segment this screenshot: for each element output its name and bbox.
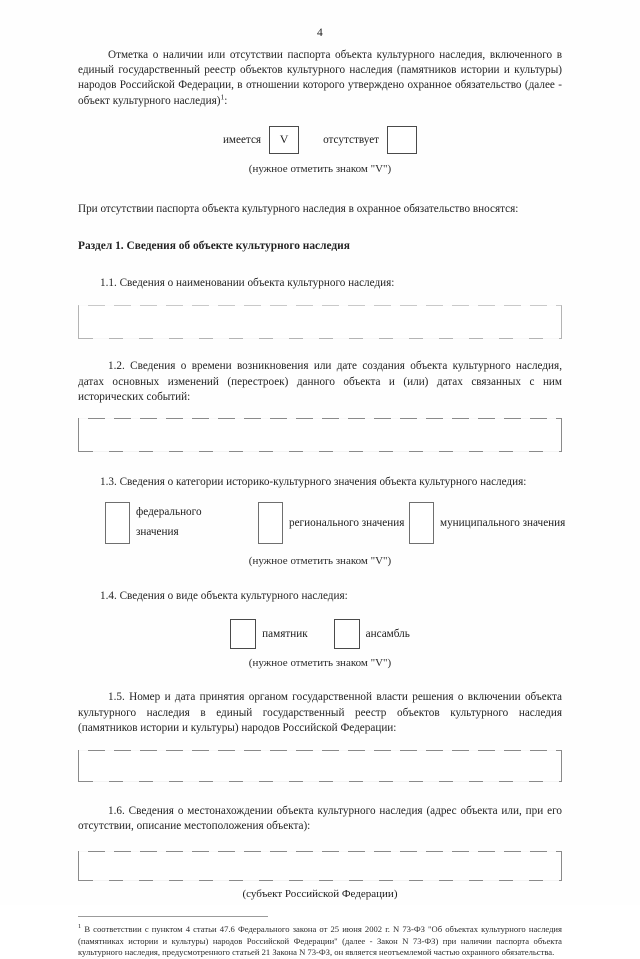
intro-block: Отметка о наличии или отсутствии паспорт… [78, 48, 562, 109]
option-federal-label: федерального значения [136, 502, 202, 542]
item-1-3-label: 1.3. Сведения о категории историко-культ… [100, 476, 527, 489]
checkbox-federal-significance[interactable] [105, 502, 130, 545]
item-1-5-label: 1.5. Номер и дата принятия органом госуд… [78, 691, 562, 734]
document-page: 4 Отметка о наличии или отсутствии паспо… [78, 27, 566, 958]
option-regional: регионального значения [258, 502, 405, 545]
checkbox-monument[interactable] [230, 619, 257, 650]
option-federal: федерального значения [105, 502, 202, 545]
passport-presence-hint: (нужное отметить знаком "V") [248, 162, 392, 175]
input-1-1-name[interactable] [78, 305, 562, 340]
checkbox-regional-significance[interactable] [258, 502, 283, 545]
passport-present-label: имеется [222, 133, 262, 146]
checkbox-passport-present[interactable]: V [269, 125, 300, 154]
option-ensemble-label: ансамбль [365, 628, 410, 641]
option-monument-label: памятник [262, 628, 308, 641]
intro-paragraph: Отметка о наличии или отсутствии паспорт… [78, 48, 562, 109]
item-1-3-options: федерального значения регионального знач… [78, 502, 566, 548]
footnote: 1 В соответствии с пунктом 4 статьи 47.6… [78, 924, 562, 958]
item-1-4-label: 1.4. Сведения о виде объекта культурного… [100, 590, 348, 603]
intro-colon: : [224, 94, 228, 107]
item-1-4-hint: (нужное отметить знаком "V") [248, 657, 392, 670]
checkbox-passport-absent[interactable] [387, 125, 418, 154]
option-regional-label: регионального значения [289, 517, 405, 530]
option-federal-label-line2: значения [136, 526, 179, 539]
item-1-1-label: 1.1. Сведения о наименовании объекта кул… [100, 277, 395, 290]
input-1-5-registry-decision[interactable] [78, 750, 562, 783]
option-federal-label-line1: федерального [136, 506, 202, 519]
item-1-6-caption: (субъект Российской Федерации) [242, 888, 398, 901]
checkbox-ensemble[interactable] [333, 619, 360, 650]
item-1-4-options: памятник ансамбль [78, 619, 562, 650]
option-municipal-label: муниципального значения [440, 517, 566, 530]
input-1-2-dates[interactable] [78, 418, 562, 453]
footnote-text: В соответствии с пунктом 4 статьи 47.6 Ф… [78, 924, 562, 958]
page-number: 4 [317, 27, 323, 39]
passport-presence-row: имеется V отсутствует [78, 125, 562, 154]
note-no-passport: При отсутствии паспорта объекта культурн… [78, 202, 519, 215]
checkbox-municipal-significance[interactable] [409, 502, 434, 545]
document-body: Отметка о наличии или отсутствии паспорт… [78, 0, 566, 959]
item-1-3-hint: (нужное отметить знаком "V") [248, 555, 392, 568]
footnote-separator [78, 916, 268, 918]
intro-text: Отметка о наличии или отсутствии паспорт… [78, 49, 562, 107]
option-municipal: муниципального значения [409, 502, 566, 545]
item-1-2-label: 1.2. Сведения о времени возникновения ил… [78, 360, 562, 403]
intro-footnote-marker: 1 [220, 91, 225, 101]
section-heading: Раздел 1. Сведения об объекте культурног… [78, 240, 350, 253]
input-1-6-location[interactable] [78, 851, 562, 882]
passport-absent-label: отсутствует [323, 133, 380, 146]
item-1-6-label: 1.6. Сведения о местонахождении объекта … [78, 805, 562, 833]
